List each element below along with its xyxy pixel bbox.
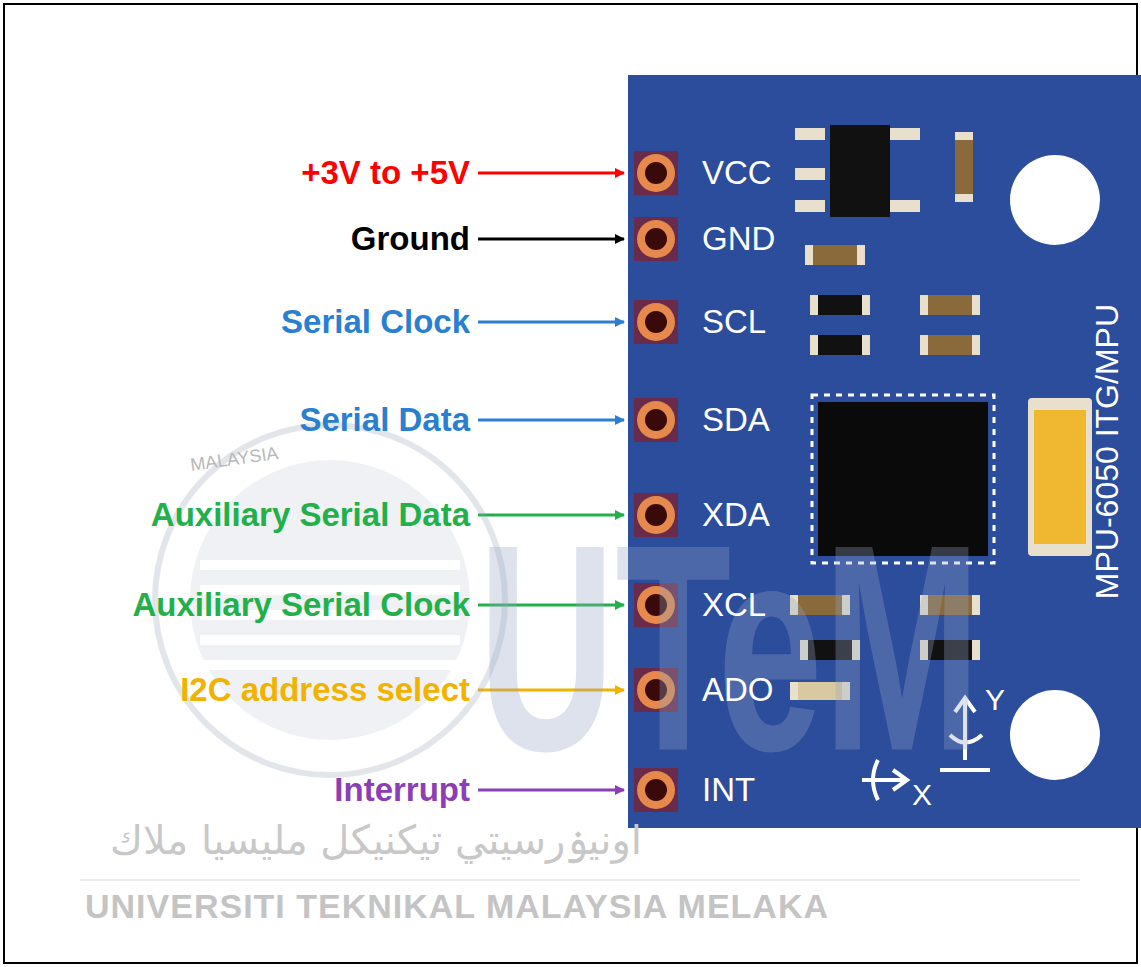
watermark-jawi: اونيۏرسيتي تيكنيكل مليسيا ملاك [110, 818, 642, 862]
watermark-university: UNIVERSITI TEKNIKAL MALAYSIA MELAKA [85, 888, 829, 925]
pin-description: I2C address select [180, 672, 470, 708]
pin-name: XCL [702, 587, 766, 623]
pin-description: Auxiliary Serial Data [151, 497, 470, 533]
pin-description: +3V to +5V [301, 155, 470, 191]
pin-name: VCC [702, 155, 772, 191]
pin-name: INT [702, 772, 755, 808]
pin-name: GND [702, 221, 775, 257]
pin-name: XDA [702, 497, 770, 533]
watermark-logo-text: UTeM [478, 500, 981, 795]
pin-description: Auxiliary Serial Clock [133, 587, 471, 623]
pin-name: SCL [702, 304, 766, 340]
pin-description: Serial Data [299, 402, 470, 438]
pin-name: ADO [702, 672, 774, 708]
axis-label: Y [985, 683, 1005, 716]
pin-description: Serial Clock [281, 304, 470, 340]
pin-name: SDA [702, 402, 770, 438]
regulator [795, 125, 973, 217]
pin-description: Interrupt [334, 772, 470, 808]
watermark-seal [80, 425, 1080, 880]
axis-label: X [912, 778, 932, 811]
pin-description: Ground [351, 221, 470, 257]
board-title: MPU-6050 ITG/MPU [1090, 304, 1125, 599]
watermark-seal-text: MALAYSIA [189, 444, 280, 476]
